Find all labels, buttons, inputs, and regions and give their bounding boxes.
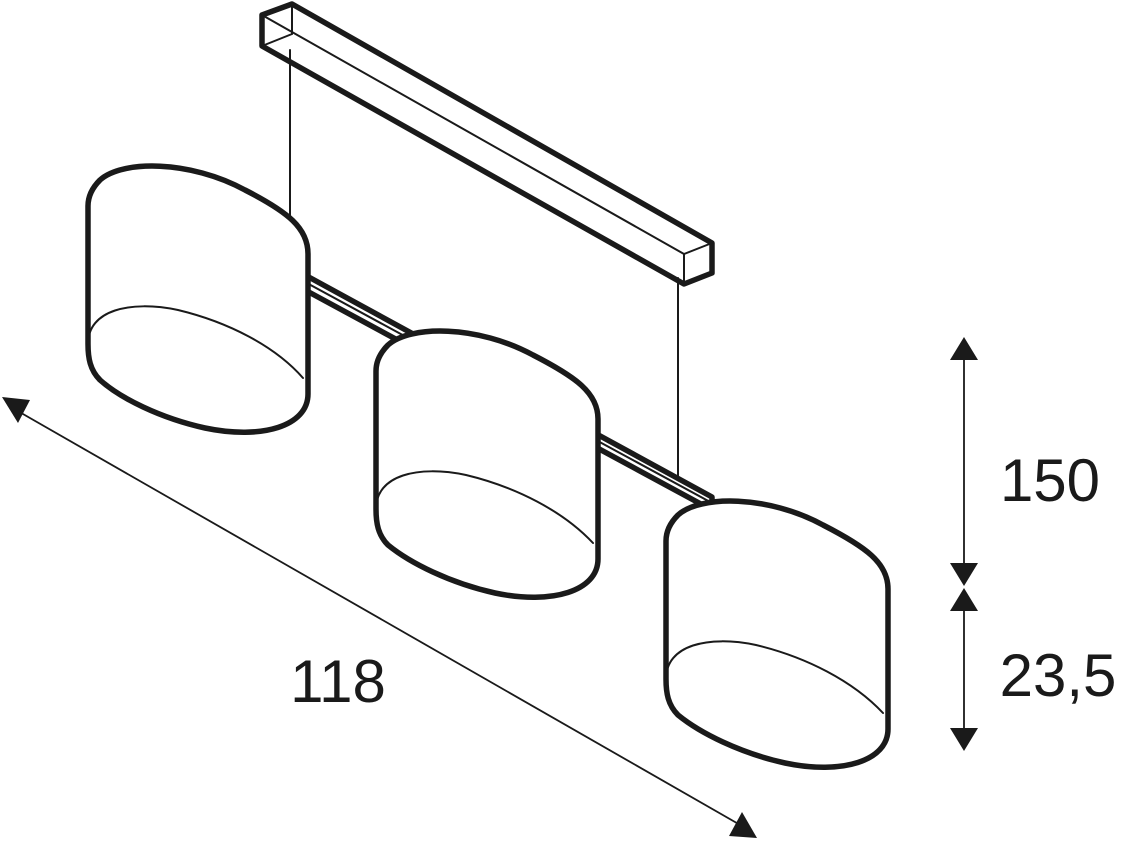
lamp-shade-right [663, 498, 891, 770]
lamp-shade-middle [373, 328, 601, 600]
length-dimension-line [15, 409, 743, 827]
shade-height-dimension-label: 23,5 [1000, 642, 1117, 709]
shade-height-arrow-top [950, 588, 978, 611]
length-arrow-start [2, 397, 30, 423]
ceiling-canopy [259, 1, 715, 287]
shade-height-arrow-bottom [950, 728, 978, 751]
length-arrow-end [729, 812, 757, 838]
lamp-shade-left [85, 163, 311, 435]
drop-arrow-top [950, 337, 978, 360]
height-dimensions: 150 23,5 [950, 337, 1116, 751]
length-dimension: 118 [2, 397, 757, 838]
drop-dimension-label: 150 [1000, 447, 1100, 514]
length-dimension-label: 118 [290, 648, 386, 715]
suspension-cables [289, 49, 679, 485]
drop-arrow-bottom [950, 563, 978, 586]
